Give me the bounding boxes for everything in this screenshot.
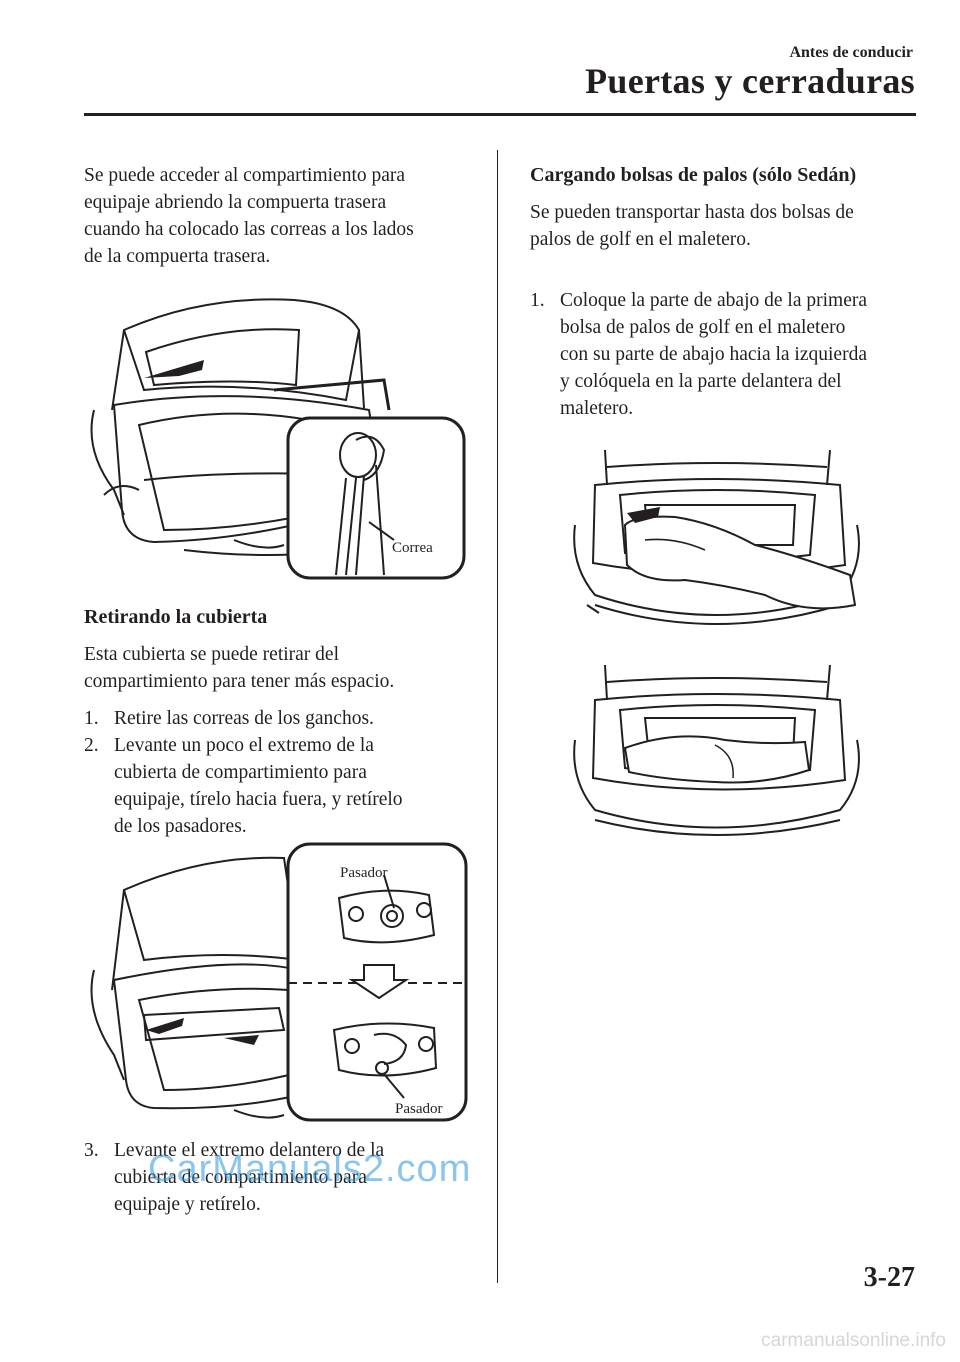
figure-golf-bag-placed bbox=[573, 664, 860, 836]
chapter-title: Puertas y cerraduras bbox=[585, 61, 915, 101]
step-line: maletero. bbox=[560, 398, 634, 419]
section-heading-golf-bags: Cargando bolsas de palos (sólo Sedán) bbox=[530, 164, 857, 186]
golf-steps-list: 1. Coloque la parte de abajo de la prime… bbox=[530, 287, 920, 422]
body-line: Se pueden transportar hasta dos bolsas d… bbox=[530, 202, 854, 223]
section-heading-cover: Retirando la cubierta bbox=[84, 606, 268, 628]
step-line: equipaje, tírelo hacia fuera, y retírelo bbox=[114, 789, 403, 810]
step-number: 1. bbox=[84, 708, 99, 729]
intro-line: cuando ha colocado las correas a los lad… bbox=[84, 219, 414, 240]
step-number: 2. bbox=[84, 735, 99, 756]
figure-cover-removal: Pasador Pasador bbox=[90, 842, 468, 1122]
step-item: 3. Levante el extremo delantero de la cu… bbox=[84, 1137, 494, 1218]
step-line: con su parte de abajo hacia la izquierda bbox=[560, 344, 867, 365]
intro-paragraph: Se puede acceder al compartimiento para … bbox=[84, 162, 484, 270]
watermark-logo-text: CarManuals2.com bbox=[148, 1148, 472, 1190]
body-line: Esta cubierta se puede retirar del bbox=[84, 644, 339, 665]
body-line: compartimiento para tener más espacio. bbox=[84, 671, 395, 692]
column-divider bbox=[497, 150, 498, 1283]
intro-line: equipaje abriendo la compuerta trasera bbox=[84, 192, 387, 213]
step-item: 1. Coloque la parte de abajo de la prime… bbox=[530, 287, 920, 422]
step-line: Levante un poco el extremo de la bbox=[114, 735, 374, 756]
step-line: y colóquela en la parte delantera del bbox=[560, 371, 842, 392]
golf-paragraph: Se pueden transportar hasta dos bolsas d… bbox=[530, 199, 920, 253]
step-number: 1. bbox=[530, 290, 545, 311]
header-divider bbox=[84, 113, 916, 116]
body-line: palos de golf en el maletero. bbox=[530, 229, 751, 250]
step-line: Coloque la parte de abajo de la primera bbox=[560, 290, 867, 311]
step-line: Levante el extremo delantero de la bbox=[114, 1140, 385, 1161]
step-line: Retire las correas de los ganchos. bbox=[114, 708, 374, 729]
step-number: 3. bbox=[84, 1140, 99, 1161]
step-line: de los pasadores. bbox=[114, 816, 247, 837]
step-line: cubierta de compartimiento para bbox=[114, 762, 367, 783]
steps-list-continued: 3. Levante el extremo delantero de la cu… bbox=[84, 1137, 494, 1218]
figure2-callout-bottom: Pasador bbox=[395, 1101, 443, 1117]
figure1-callout-label: Correa bbox=[392, 540, 433, 556]
intro-line: Se puede acceder al compartimiento para bbox=[84, 165, 406, 186]
cover-paragraph: Esta cubierta se puede retirar del compa… bbox=[84, 641, 484, 695]
step-line: cubierta de compartimiento para bbox=[114, 1167, 367, 1188]
step-item: 1. Retire las correas de los ganchos. bbox=[84, 705, 494, 732]
steps-list: 1. Retire las correas de los ganchos. 2.… bbox=[84, 705, 494, 840]
footer-watermark-text: carmanualsonline.info bbox=[761, 1330, 946, 1351]
step-line: equipaje y retírelo. bbox=[114, 1194, 261, 1215]
step-item: 2. Levante un poco el extremo de la cubi… bbox=[84, 732, 494, 840]
page-number: 3-27 bbox=[863, 1262, 915, 1293]
figure2-callout-top: Pasador bbox=[340, 865, 388, 881]
figure-golf-bag-loading bbox=[573, 449, 860, 625]
section-label: Antes de conducir bbox=[789, 44, 913, 61]
figure-hatchback-strap: Correa bbox=[90, 298, 466, 580]
step-line: bolsa de palos de golf en el maletero bbox=[560, 317, 846, 338]
intro-line: de la compuerta trasera. bbox=[84, 246, 271, 267]
